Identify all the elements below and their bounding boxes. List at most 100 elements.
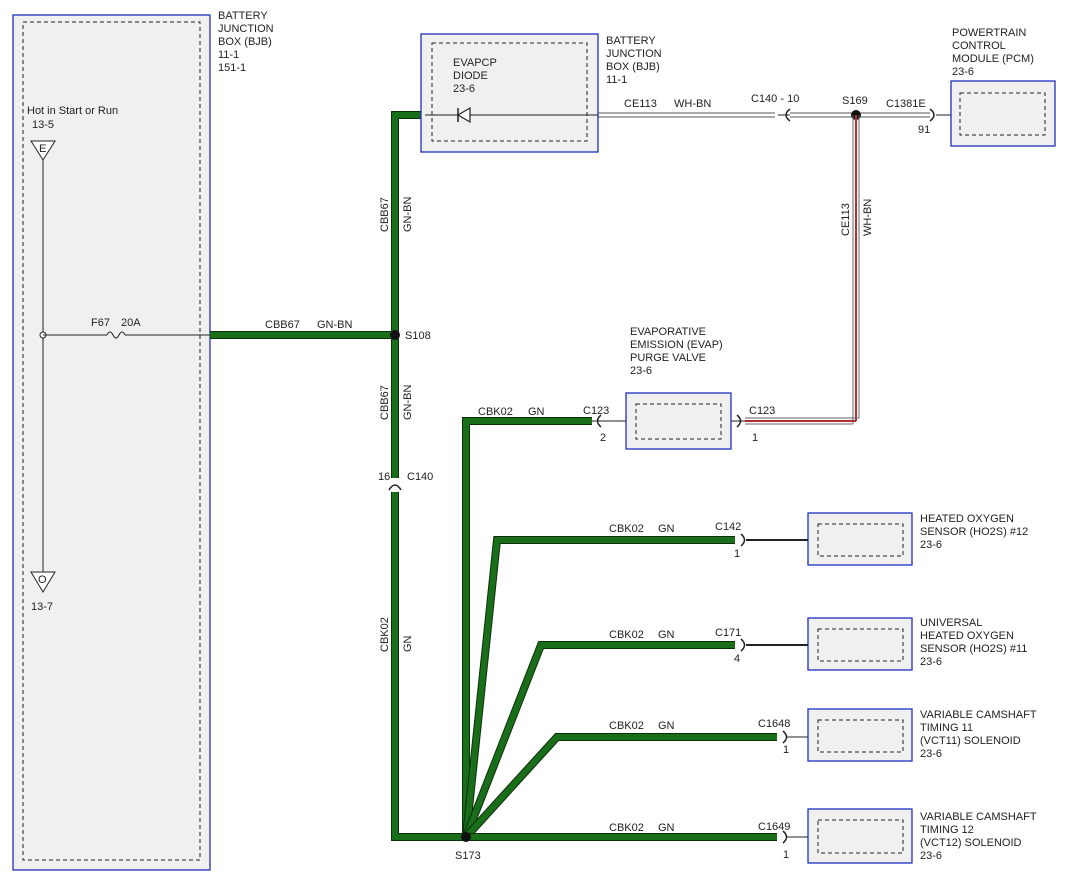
- cbb67-horizontal-label: CBB67: [265, 319, 300, 331]
- ho2s12-title-3: 23-6: [920, 539, 942, 551]
- c142-pin: 1: [734, 548, 740, 560]
- pcm-title-2: CONTROL: [952, 40, 1006, 52]
- vct11-title-3: (VCT11) SOLENOID: [920, 735, 1021, 747]
- hot-label: Hot in Start or Run: [27, 105, 118, 117]
- ho2s11-title-1: UNIVERSAL: [920, 617, 982, 629]
- s173-label: S173: [455, 850, 481, 862]
- evapcp-inner-2: DIODE: [453, 70, 488, 82]
- ho2s12-title-1: HEATED OXYGEN: [920, 513, 1014, 525]
- pcm-title-1: POWERTRAIN: [952, 27, 1026, 39]
- c142-label: C142: [715, 521, 741, 533]
- bjb-left-title-2: JUNCTION: [218, 23, 274, 35]
- hot-ref: 13-5: [32, 119, 54, 131]
- evapcp-title-1: BATTERY: [606, 35, 656, 47]
- gn-evap-label: GN: [528, 406, 545, 418]
- gnbn-upper-label: GN-BN: [402, 197, 414, 233]
- ho2s11-title-4: 23-6: [920, 656, 942, 668]
- terminal-e-label: E: [39, 143, 46, 155]
- c171-connector-icon: [740, 638, 746, 652]
- vct12-box: [807, 808, 913, 864]
- bottom-ref: 13-7: [31, 601, 53, 613]
- cbk02-vct11-label: CBK02: [609, 720, 644, 732]
- evap-right-pin: 1: [752, 432, 758, 444]
- evapcp-diode-box: [420, 33, 599, 153]
- ce113-vertical-label: CE113: [840, 203, 852, 236]
- evap-title-4: 23-6: [630, 365, 652, 377]
- c1381e-connector-icon: [929, 108, 935, 122]
- evap-left-connector: C123: [583, 405, 609, 417]
- vct12-title-4: 23-6: [920, 850, 942, 862]
- bjb-left-title-1: BATTERY: [218, 10, 268, 22]
- vct11-title-1: VARIABLE CAMSHAFT: [920, 709, 1037, 721]
- c1649-label: C1649: [758, 821, 790, 833]
- s108-label: S108: [405, 330, 431, 342]
- terminal-o-label: O: [38, 574, 47, 586]
- whbn-vertical-label: WH-BN: [862, 199, 874, 236]
- vct12-title-2: TIMING 12: [920, 824, 974, 836]
- ho2s11-title-2: HEATED OXYGEN: [920, 630, 1014, 642]
- gn-vct11-label: GN: [658, 720, 675, 732]
- terminal-e-icon: [30, 140, 56, 161]
- c1648-label: C1648: [758, 718, 790, 730]
- fuse-icon: [106, 331, 126, 339]
- s169-label: S169: [842, 95, 868, 107]
- gn-ho2s11-label: GN: [658, 629, 675, 641]
- fuse-name: F67: [91, 317, 110, 329]
- vct12-title-1: VARIABLE CAMSHAFT: [920, 811, 1037, 823]
- evapcp-inner-1: EVAPCP: [453, 57, 497, 69]
- ho2s12-title-2: SENSOR (HO2S) #12: [920, 526, 1028, 538]
- c1381e-pin: 91: [918, 124, 930, 136]
- cbk02-vct12-label: CBK02: [609, 822, 644, 834]
- terminal-o-icon: [30, 571, 56, 593]
- evapcp-title-4: 11-1: [606, 74, 627, 86]
- bjb-left-title-3: BOX (BJB): [218, 36, 272, 48]
- c171-pin: 4: [734, 653, 740, 665]
- c1648-connector-icon: [782, 730, 788, 744]
- c1648-pin: 1: [783, 744, 789, 756]
- pcm-title-3: MODULE (PCM): [952, 53, 1034, 65]
- ho2s11-title-3: SENSOR (HO2S) #11: [920, 643, 1027, 655]
- c1649-pin: 1: [783, 849, 789, 861]
- gn-vct12-label: GN: [658, 822, 675, 834]
- evapcp-inner-3: 23-6: [453, 83, 475, 95]
- c140-label: C140: [407, 471, 433, 483]
- gnbn-horizontal-label: GN-BN: [317, 319, 353, 331]
- vct12-title-3: (VCT12) SOLENOID: [920, 837, 1022, 849]
- fuse-rating: 20A: [121, 317, 141, 329]
- splice-s173: [461, 832, 471, 842]
- evap-title-2: EMISSION (EVAP): [630, 339, 723, 351]
- whbn-horizontal-label: WH-BN: [674, 98, 711, 110]
- bjb-left-title-4: 11-1: [218, 49, 239, 61]
- ho2s12-box: [807, 512, 913, 566]
- c142-connector-icon: [740, 533, 746, 547]
- pcm-title-4: 23-6: [952, 66, 974, 78]
- gn-vertical-label: GN: [402, 635, 414, 652]
- bjb-left-title-5: 151-1: [218, 62, 246, 74]
- cbk02-ho2s12-label: CBK02: [609, 523, 644, 535]
- pcm-box: [950, 80, 1056, 147]
- evap-title-3: PURGE VALVE: [630, 352, 706, 364]
- cbk02-vertical-label: CBK02: [379, 617, 391, 652]
- vct11-box: [807, 708, 913, 762]
- c1649-connector-icon: [782, 830, 788, 844]
- gn-ho2s12-label: GN: [658, 523, 675, 535]
- ho2s11-box: [807, 617, 913, 671]
- evap-right-connector: C123: [749, 405, 775, 417]
- ce113-wire: [598, 112, 930, 118]
- c171-label: C171: [715, 627, 741, 639]
- c1381e-label: C1381E: [886, 98, 926, 110]
- evap-valve-box: [625, 392, 732, 450]
- green-wire-network: [210, 111, 777, 841]
- evapcp-title-3: BOX (BJB): [606, 61, 660, 73]
- evapcp-title-2: JUNCTION: [606, 48, 662, 60]
- c140-pin: 16: [378, 471, 390, 483]
- splice-s108: [390, 330, 400, 340]
- vct11-title-4: 23-6: [920, 748, 942, 760]
- cbb67-lower-label: CBB67: [379, 385, 391, 420]
- ce113-horizontal-label: CE113: [624, 98, 657, 110]
- c140-connector-icon: [388, 484, 402, 491]
- cbk02-evap-label: CBK02: [478, 406, 513, 418]
- cbb67-upper-label: CBB67: [379, 197, 391, 232]
- cbk02-ho2s11-label: CBK02: [609, 629, 644, 641]
